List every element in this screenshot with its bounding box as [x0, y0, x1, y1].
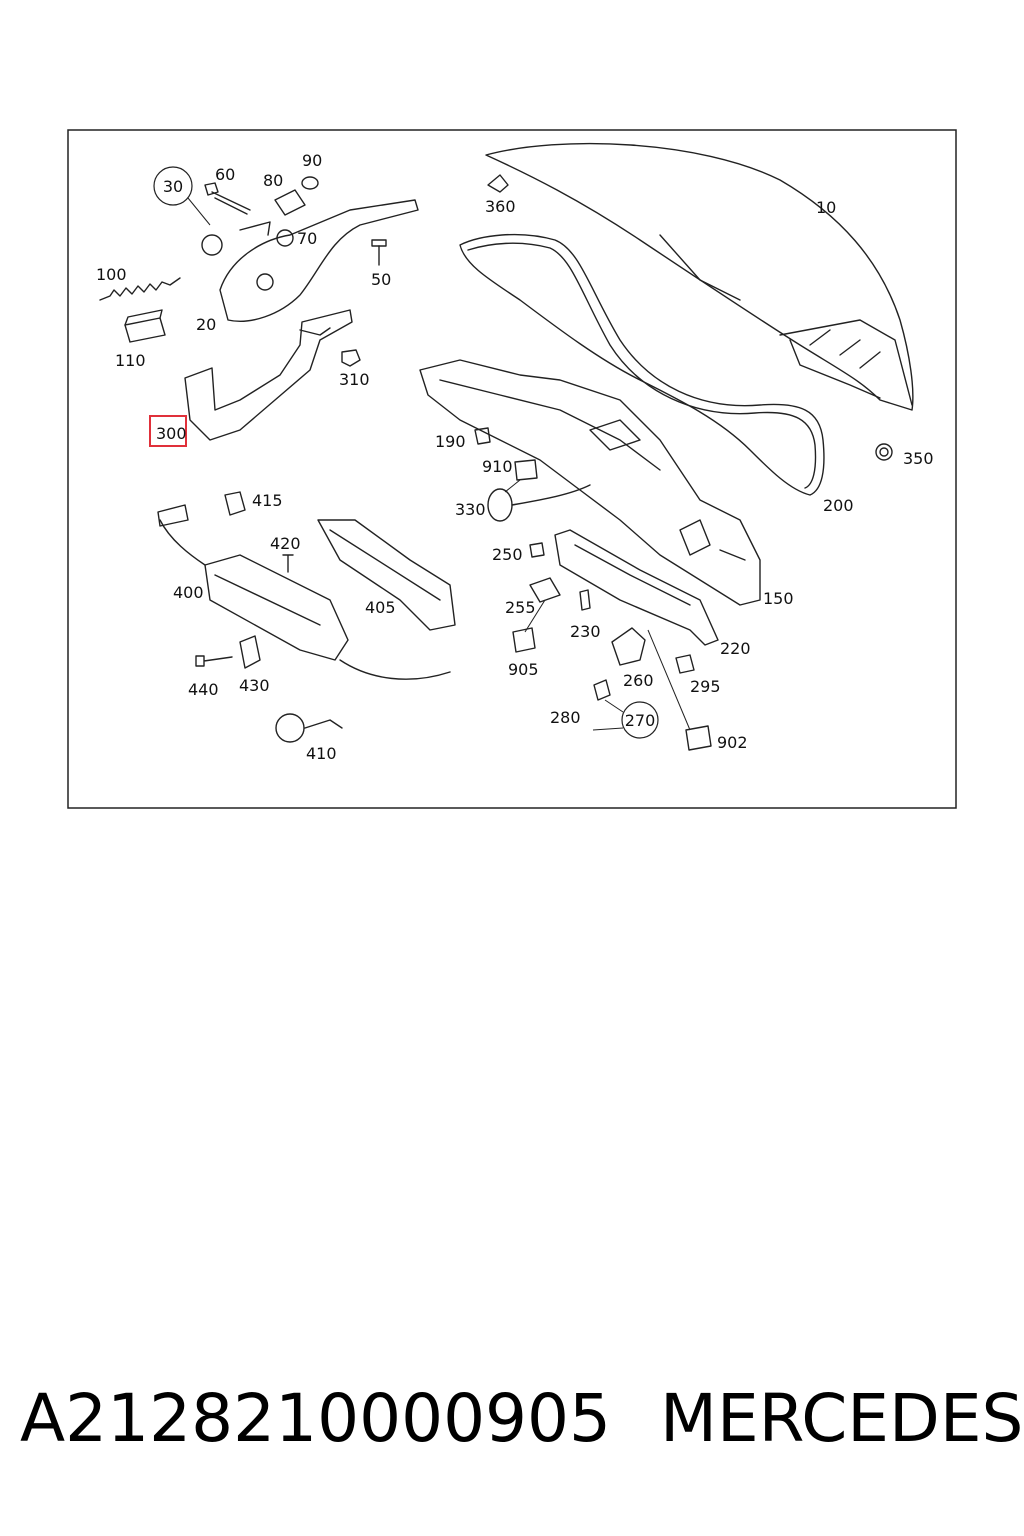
label-110: 110	[115, 351, 146, 370]
label-100: 100	[96, 265, 127, 284]
label-280: 280	[550, 708, 581, 727]
label-360: 360	[485, 197, 516, 216]
label-80: 80	[263, 171, 283, 190]
label-405: 405	[365, 598, 396, 617]
label-190: 190	[435, 432, 466, 451]
clip-190-part	[474, 427, 491, 445]
label-90: 90	[302, 151, 322, 170]
label-415: 415	[252, 491, 283, 510]
label-150: 150	[763, 589, 794, 608]
label-255: 255	[505, 598, 536, 617]
tag-910-part	[514, 459, 538, 481]
label-350: 350	[903, 449, 934, 468]
cover-300-part	[184, 309, 353, 441]
diagram-frame	[67, 129, 957, 809]
label-330: 330	[455, 500, 486, 519]
label-430: 430	[239, 676, 270, 695]
label-902: 902	[717, 733, 748, 752]
bumper-350-part	[875, 443, 893, 461]
screw-420-part	[282, 554, 294, 573]
block-part	[124, 309, 166, 343]
inner-panel-part	[419, 359, 761, 606]
leader-line-270	[604, 699, 624, 713]
brand-text: MERCEDES	[660, 1380, 1024, 1457]
label-440: 440	[188, 680, 219, 699]
switch-260-part	[611, 627, 646, 666]
nut-part	[301, 176, 319, 190]
spring-part	[99, 277, 181, 301]
leader-line-902	[647, 629, 691, 731]
label-400: 400	[173, 583, 204, 602]
bracket-part	[274, 189, 306, 216]
leader-line-905	[524, 599, 546, 633]
grommet-330-part	[487, 484, 591, 522]
bulb-280-part	[593, 679, 611, 701]
latch-405-part	[317, 519, 456, 631]
label-260: 260	[623, 671, 654, 690]
part-number-text: A2128210000905	[20, 1380, 612, 1457]
clip-230-part	[579, 589, 591, 611]
screw-50-part	[371, 239, 387, 266]
clip-430-part	[239, 635, 261, 669]
label-910: 910	[482, 457, 513, 476]
handle-bar-part	[554, 529, 719, 646]
label-410: 410	[306, 744, 337, 763]
label-10: 10	[816, 198, 836, 217]
leader-line-910	[504, 479, 521, 493]
label-420: 420	[270, 534, 301, 553]
label-200: 200	[823, 496, 854, 515]
label-60: 60	[215, 165, 235, 184]
label-270: 270	[625, 711, 656, 730]
trunk-lid-part	[485, 142, 914, 411]
label-295: 295	[690, 677, 721, 696]
label-50: 50	[371, 270, 391, 289]
lock-module-400-part	[157, 504, 451, 680]
clip-310-part	[341, 349, 361, 367]
leader-line-30	[187, 197, 211, 226]
label-250: 250	[492, 545, 523, 564]
bulb-415-part	[224, 491, 246, 516]
leader-line-270-b	[592, 727, 624, 731]
label-30-circle	[153, 166, 193, 206]
clip-295-part	[675, 654, 695, 674]
screw-440-part	[195, 655, 233, 667]
label-905: 905	[508, 660, 539, 679]
hinge-part	[201, 199, 419, 322]
seal-part	[459, 233, 825, 496]
actuator-410-part	[275, 713, 343, 743]
nut-70-part	[276, 229, 294, 247]
clip-250-part	[529, 542, 545, 558]
label-300: 300	[156, 424, 187, 443]
bolt-part	[204, 182, 251, 215]
footer: A2128210000905 MERCEDES	[20, 1380, 1023, 1480]
clip-360-part	[487, 174, 509, 193]
tag-905-part	[512, 627, 536, 653]
label-230: 230	[570, 622, 601, 641]
label-310: 310	[339, 370, 370, 389]
label-20: 20	[196, 315, 216, 334]
connector-255-part	[529, 577, 561, 603]
highlight-box-300	[149, 415, 187, 447]
label-30: 30	[163, 177, 183, 196]
label-220: 220	[720, 639, 751, 658]
tag-902-part	[685, 725, 712, 751]
label-70: 70	[297, 229, 317, 248]
label-270-circle	[621, 701, 659, 739]
